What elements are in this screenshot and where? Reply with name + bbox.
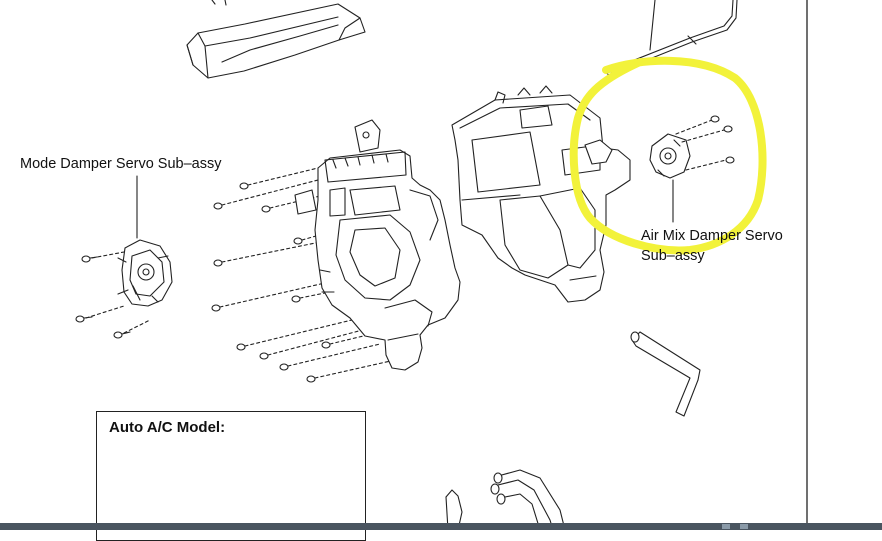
- heater-case-right-part: [451, 85, 631, 303]
- screw-leaders-right: [675, 119, 727, 171]
- air-mix-damper-servo-part: [649, 133, 691, 223]
- screw-icon: [211, 182, 331, 383]
- label-air-mix-servo-line1: Air Mix Damper Servo: [641, 228, 783, 244]
- highlight-circle: [569, 56, 767, 255]
- duct-cover-part: [186, 0, 366, 79]
- label-mode-damper-servo: Mode Damper Servo Sub–assy: [20, 156, 222, 172]
- screw-icon-group-left: [85, 251, 151, 334]
- taskbar-icon[interactable]: [722, 524, 730, 529]
- hose-icon: [630, 331, 701, 417]
- auto-ac-model-inset: Auto A/C Model:: [96, 411, 366, 541]
- screw-icon: [75, 255, 131, 339]
- taskbar-icon[interactable]: [740, 524, 748, 529]
- inset-title: Auto A/C Model:: [109, 419, 226, 436]
- heater-case-left-part: [294, 119, 461, 371]
- mode-damper-servo-part: [117, 175, 173, 307]
- exploded-parts-diagram: [75, 0, 808, 530]
- taskbar-strip: [0, 523, 882, 530]
- label-air-mix-servo-line2: Sub–assy: [641, 248, 705, 264]
- screw-leaders-middle: [219, 167, 396, 379]
- heater-pipes-part: [445, 469, 566, 530]
- screw-icon: [710, 115, 735, 164]
